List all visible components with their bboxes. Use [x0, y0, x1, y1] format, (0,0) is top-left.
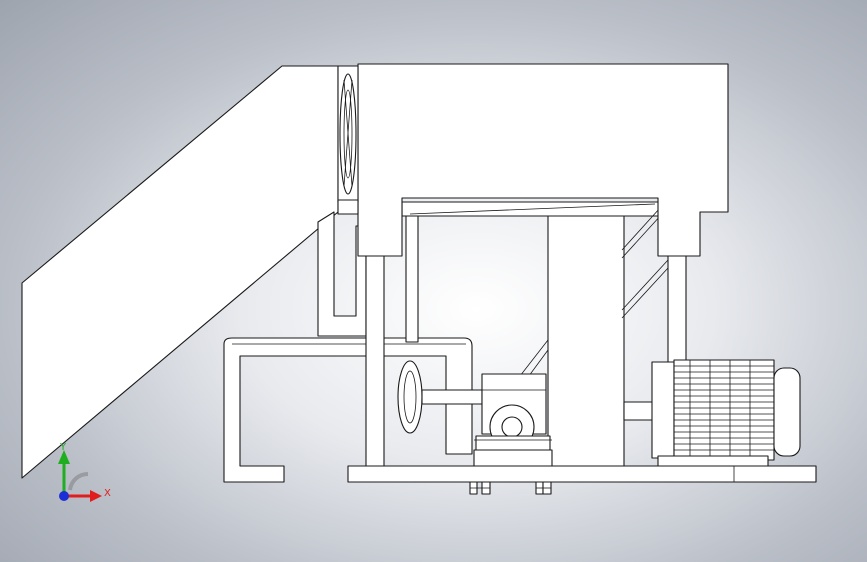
- motor-shaft: [623, 401, 655, 421]
- coordinate-triad: X Y: [58, 442, 111, 502]
- cross-brace-truss[interactable]: [401, 201, 669, 319]
- z-axis-origin: [59, 491, 69, 501]
- top-saw-blade[interactable]: [337, 65, 359, 215]
- gearbox[interactable]: [473, 373, 553, 467]
- c-channel-frame[interactable]: [223, 337, 473, 483]
- y-axis-label: Y: [59, 442, 67, 453]
- anchor-bolts: [469, 481, 552, 495]
- chute-support-bracket[interactable]: [317, 211, 367, 337]
- base-plate[interactable]: [347, 465, 817, 483]
- frame-legs[interactable]: [365, 213, 687, 467]
- motor-cooling-fins: [674, 360, 774, 460]
- upper-housing[interactable]: [357, 63, 729, 264]
- electric-motor[interactable]: [651, 359, 801, 467]
- feed-chute[interactable]: [21, 65, 339, 479]
- x-axis-label: X: [104, 488, 111, 499]
